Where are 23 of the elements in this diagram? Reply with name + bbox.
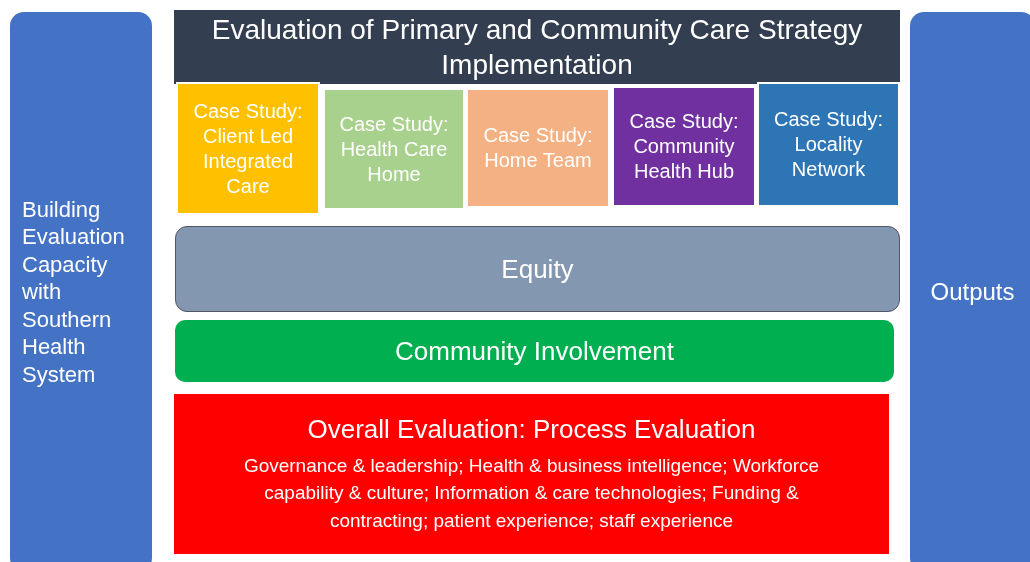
panel-label: Building Evaluation Capacity with Southern Health System bbox=[22, 195, 126, 389]
box-label: Equity bbox=[501, 252, 574, 286]
case-study-box bbox=[757, 82, 900, 207]
case-study-box bbox=[323, 88, 465, 210]
side-panel bbox=[910, 12, 1030, 562]
box-label: Case Study: Client Led Integrated Care bbox=[192, 98, 304, 199]
theme-bar bbox=[175, 226, 900, 312]
box-label: Case Study: Home Team bbox=[482, 123, 594, 173]
evaluation-panel bbox=[174, 394, 889, 554]
title-banner bbox=[174, 10, 900, 84]
side-panel bbox=[10, 12, 152, 562]
box-label: Case Study: Health Care Home bbox=[338, 111, 450, 187]
box-label: Community Involvement bbox=[395, 334, 674, 368]
panel-label: Outputs bbox=[930, 277, 1015, 307]
case-study-box bbox=[176, 82, 320, 215]
case-study-box bbox=[612, 86, 756, 207]
body-text: Governance & leadership; Health & business intelligence; Workforce capability & culture; Information & care technologies; Funding & contracting; patient experience; staff experience bbox=[242, 453, 821, 533]
heading: Overall Evaluation: Process Evaluation bbox=[307, 413, 756, 446]
theme-bar bbox=[175, 320, 894, 382]
case-study-box bbox=[466, 88, 610, 208]
banner-title: Evaluation of Primary and Community Care Strategy Implementation bbox=[210, 13, 864, 82]
box-label: Case Study: Community Health Hub bbox=[628, 109, 740, 184]
box-label: Case Study: Locality Network bbox=[773, 107, 884, 182]
